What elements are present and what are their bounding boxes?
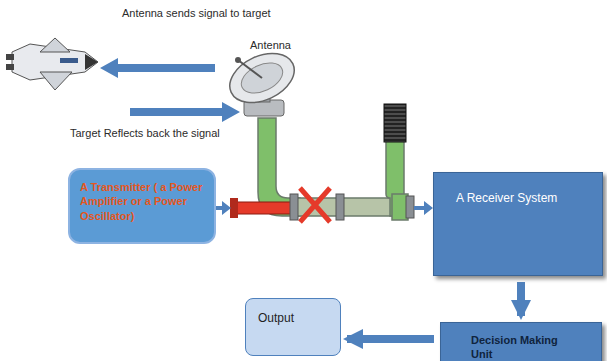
signal-label: Antenna sends signal to target	[122, 6, 302, 20]
outgoing-signal-arrow	[100, 58, 215, 78]
flow-arrow	[517, 282, 525, 316]
receiver-box: A Receiver System	[433, 172, 603, 276]
signal-label: Target Reflects back the signal	[70, 126, 220, 140]
node-text: A Transmitter ( a Power Amplifier or a P…	[80, 180, 204, 223]
output-box: Output	[245, 298, 341, 356]
transmit-feed-arrow	[216, 201, 231, 215]
transmitter-box: A Transmitter ( a Power Amplifier or a P…	[68, 168, 216, 244]
receive-feed-arrow	[414, 201, 433, 215]
reflected-signal-arrow	[130, 102, 240, 122]
flow-arrow	[347, 335, 434, 343]
shuttle-picture	[6, 38, 98, 90]
antenna-dish	[222, 44, 302, 116]
node-text: A Receiver System	[456, 191, 580, 207]
signal-label: Antenna	[250, 38, 310, 52]
node-text: Decision Making Unit	[471, 333, 571, 361]
duplexer-waveguide	[230, 104, 414, 222]
decision-box: Decision Making Unit	[440, 322, 602, 361]
node-text: Output	[258, 311, 328, 327]
